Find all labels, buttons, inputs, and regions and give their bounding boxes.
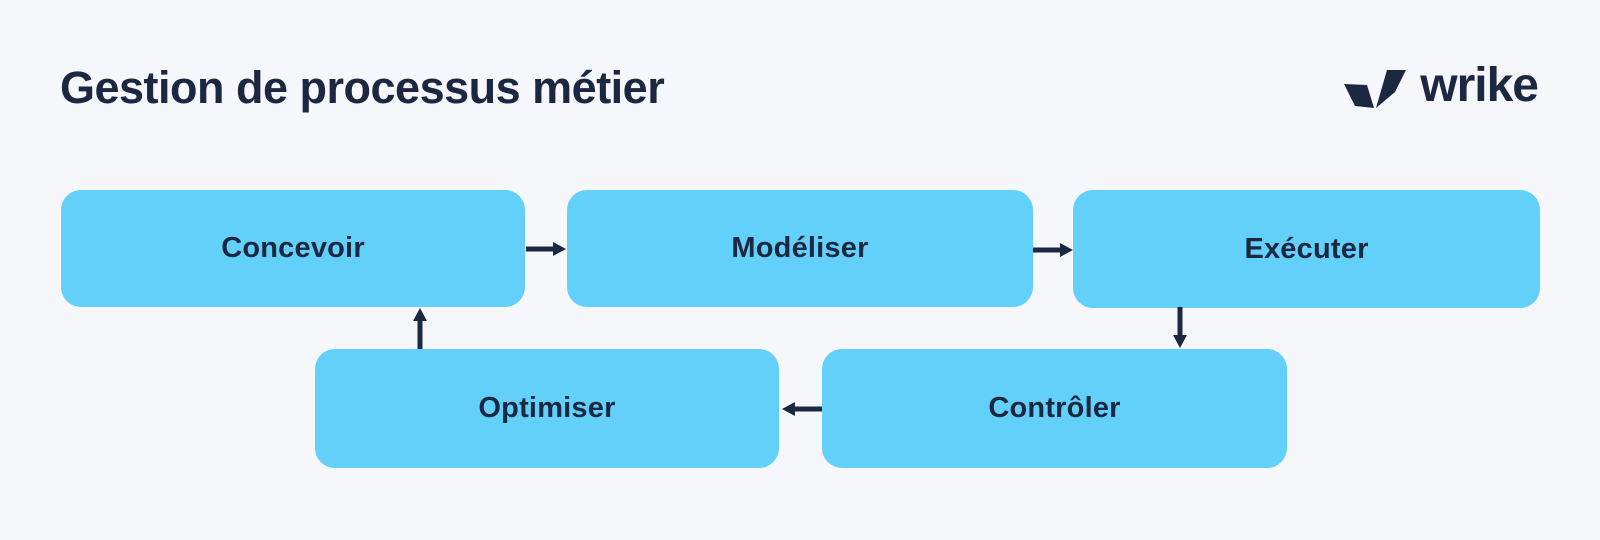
node-optimiser: Optimiser: [315, 349, 779, 468]
node-modeliser-label: Modéliser: [731, 232, 869, 264]
node-executer: Exécuter: [1073, 190, 1540, 308]
wrike-check-icon: [1344, 69, 1407, 108]
page-title: Gestion de processus métier: [60, 62, 665, 113]
arrow-modeliser-to-executer: [1033, 243, 1073, 257]
node-concevoir: Concevoir: [61, 190, 525, 307]
node-controler-label: Contrôler: [988, 392, 1121, 424]
node-controler: Contrôler: [822, 349, 1287, 468]
wrike-logo-text: wrike: [1420, 59, 1539, 112]
node-optimiser-label: Optimiser: [478, 392, 616, 424]
arrow-executer-to-controler: [1173, 307, 1187, 348]
arrow-controler-to-optimiser: [782, 402, 822, 416]
node-modeliser: Modéliser: [567, 190, 1033, 307]
node-executer-label: Exécuter: [1244, 232, 1369, 265]
arrow-optimiser-to-concevoir: [413, 308, 427, 349]
arrow-concevoir-to-modeliser: [526, 242, 566, 256]
node-concevoir-label: Concevoir: [221, 232, 365, 264]
wrike-logo: wrike: [1343, 59, 1539, 116]
